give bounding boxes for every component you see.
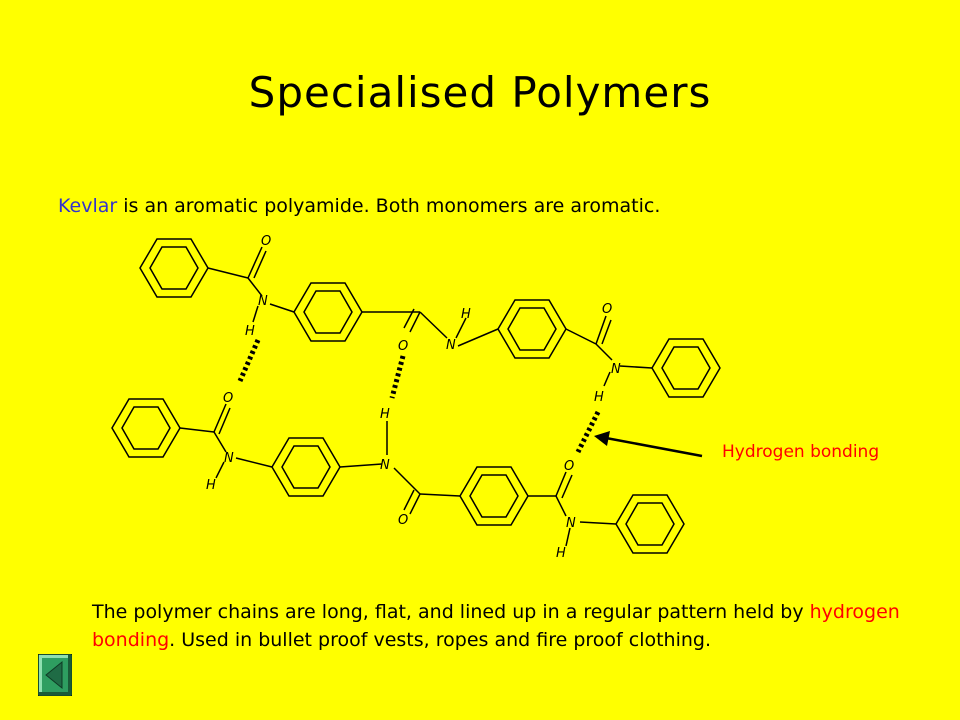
atom-h: H	[594, 390, 604, 405]
arrowhead-icon	[594, 431, 610, 446]
description-part-2: . Used in bullet proof vests, ropes and …	[169, 629, 712, 651]
back-button[interactable]	[37, 653, 73, 697]
intro-text: Kevlar is an aromatic polyamide. Both mo…	[58, 195, 660, 217]
atom-n: N	[566, 516, 576, 531]
description-part-1: The polymer chains are long, flat, and l…	[92, 601, 810, 623]
hydrogen-bonding-term: hydrogen bonding	[92, 601, 900, 651]
atom-n: N	[258, 294, 268, 309]
atom-o: O	[398, 339, 408, 354]
atom-n: N	[224, 451, 234, 466]
atom-n: N	[446, 338, 456, 353]
atom-o: O	[602, 302, 612, 317]
atom-n: N	[611, 362, 621, 377]
kevlar-term: Kevlar	[58, 195, 118, 217]
back-arrow-icon	[37, 653, 73, 697]
atom-o: O	[223, 391, 233, 406]
slide-title: Specialised Polymers	[248, 68, 712, 117]
atom-h: H	[556, 546, 566, 561]
atom-o: O	[261, 234, 271, 249]
atom-n: N	[380, 458, 390, 473]
atom-o: O	[564, 459, 574, 474]
hydrogen-bonding-label: Hydrogen bonding	[722, 442, 880, 462]
description-text: The polymer chains are long, flat, and l…	[92, 598, 952, 654]
intro-rest: is an aromatic polyamide. Both monomers …	[117, 195, 661, 217]
atom-h: H	[461, 307, 471, 322]
ring-1	[139, 238, 209, 298]
hbond-middle	[389, 355, 406, 399]
hbond-right	[575, 410, 601, 454]
atom-o: O	[398, 513, 408, 528]
atom-h: H	[380, 407, 390, 422]
hydrogen-bonding-arrow	[605, 436, 703, 458]
hbond-left	[237, 338, 261, 383]
atom-h: H	[206, 478, 216, 493]
ring-5	[111, 398, 181, 458]
atom-h: H	[245, 324, 255, 339]
